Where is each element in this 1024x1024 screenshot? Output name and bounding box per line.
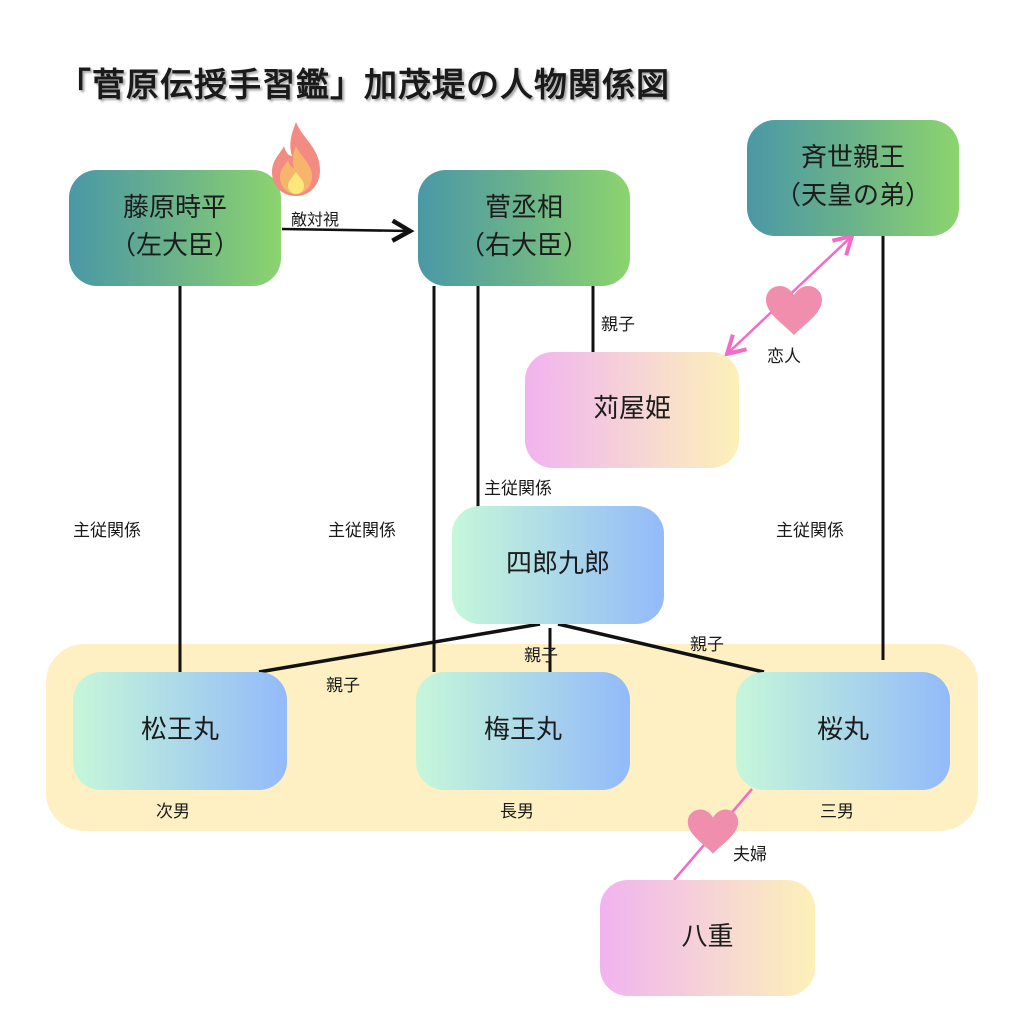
fire-icon (272, 122, 320, 196)
node-role: （右大臣） (458, 231, 589, 261)
node-name: 梅王丸 (483, 715, 562, 746)
node-matsuomaru[interactable]: 松王丸 (73, 672, 287, 790)
edge-parent-sakura (557, 622, 765, 674)
node-name: 四郎九郎 (505, 549, 610, 580)
node-kariya-hime[interactable]: 苅屋姫 (525, 352, 739, 468)
node-name: 桜丸 (816, 715, 869, 746)
node-yae[interactable]: 八重 (600, 880, 815, 996)
node-name: 斉世親王 (800, 143, 905, 174)
label-parent-kariya: 親子 (601, 315, 635, 335)
node-sakuramaru[interactable]: 桜丸 (736, 672, 950, 790)
label-parent-matsuo: 親子 (326, 676, 360, 696)
node-shiro-kuro[interactable]: 四郎九郎 (452, 506, 664, 624)
label-master-kanshojo-shiro: 主従関係 (484, 479, 552, 499)
node-umeomaru[interactable]: 梅王丸 (416, 672, 630, 790)
node-name: 八重 (681, 922, 734, 953)
label-married: 夫婦 (733, 845, 767, 865)
heart-icon-married (687, 809, 739, 854)
edge-hostility (281, 218, 415, 243)
node-role: （天皇の弟） (774, 181, 931, 211)
node-name: 藤原時平 (122, 193, 227, 224)
label-umeo-rank: 長男 (500, 802, 534, 822)
label-master-fujiwara: 主従関係 (73, 521, 141, 541)
label-master-kanshojo-umeo: 主従関係 (328, 521, 396, 541)
node-name: 松王丸 (140, 715, 219, 746)
label-hostility: 敵対視 (291, 210, 340, 229)
node-role: （左大臣） (109, 231, 240, 261)
node-fujiwara-tokihira[interactable]: 藤原時平 （左大臣） (69, 170, 281, 286)
node-name: 菅丞相 (484, 193, 563, 224)
label-master-tokiyo: 主従関係 (776, 521, 844, 541)
edge-parent-matsuo (258, 622, 541, 674)
node-kanshojo[interactable]: 菅丞相 （右大臣） (418, 170, 630, 286)
diagram-title: 「菅原伝授手習鑑」加茂堤の人物関係図 (58, 65, 670, 104)
node-tokiyo-shinno[interactable]: 斉世親王 （天皇の弟） (747, 120, 959, 236)
label-matsuo-rank: 次男 (156, 802, 190, 822)
heart-icon-lovers (766, 286, 822, 335)
node-name: 苅屋姫 (592, 394, 671, 425)
label-parent-umeo: 親子 (524, 646, 558, 666)
label-lovers: 恋人 (767, 347, 801, 367)
label-parent-sakura: 親子 (690, 635, 724, 655)
label-sakura-rank: 三男 (820, 802, 854, 822)
